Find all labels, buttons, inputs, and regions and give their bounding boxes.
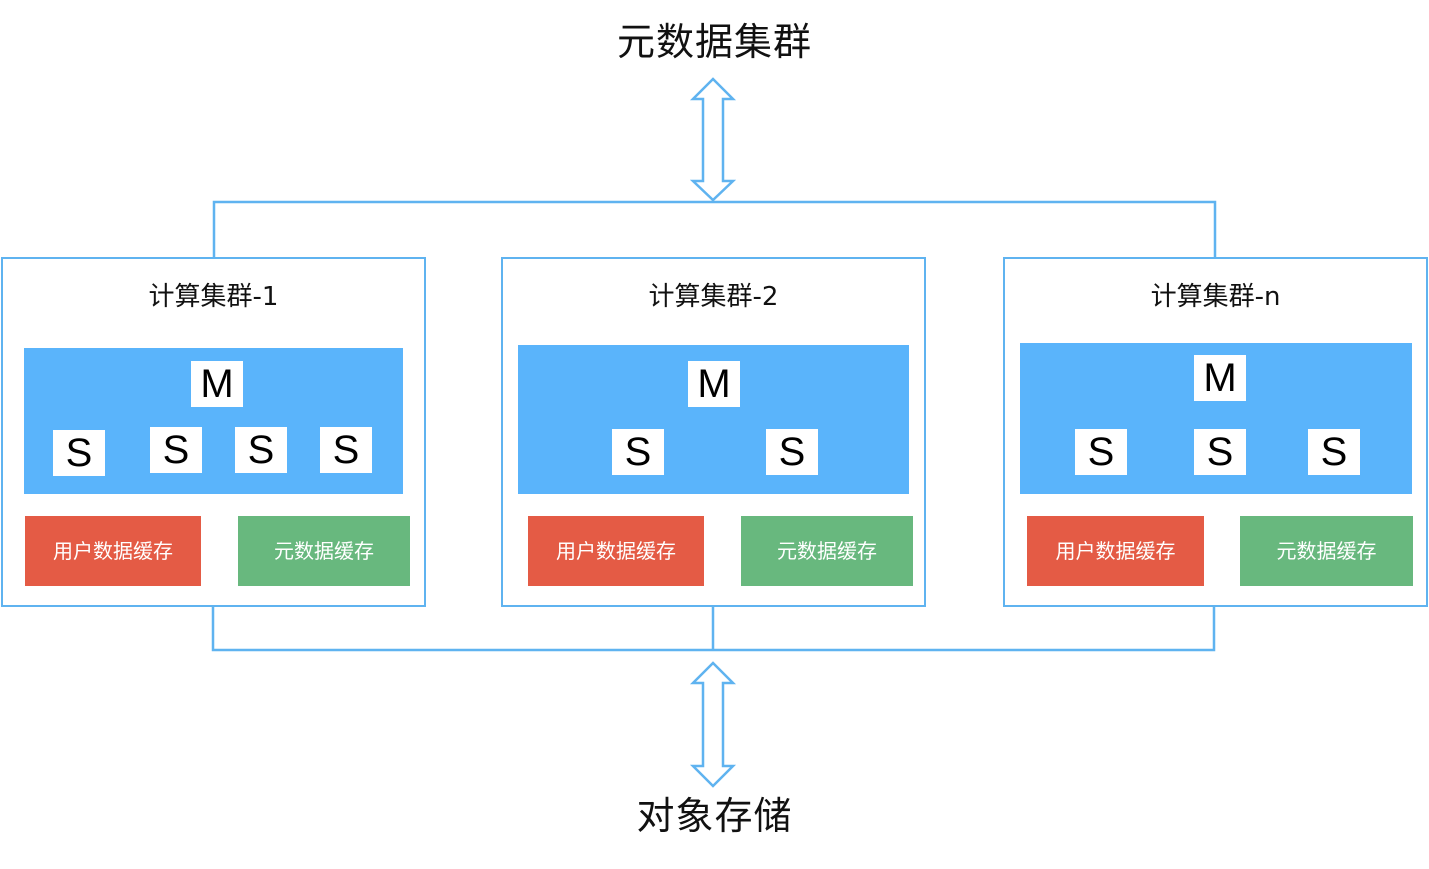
- bottom-double-arrow-icon: [689, 661, 737, 788]
- user-data-cache: 用户数据缓存: [25, 516, 201, 586]
- slave-node: S: [1075, 429, 1127, 475]
- user-data-cache: 用户数据缓存: [1027, 516, 1204, 586]
- node-panel: M S S S: [1020, 343, 1412, 494]
- user-data-cache: 用户数据缓存: [528, 516, 704, 586]
- master-node: M: [688, 361, 740, 407]
- metadata-cache: 元数据缓存: [238, 516, 410, 586]
- slave-node: S: [1194, 429, 1246, 475]
- compute-cluster-2: 计算集群-2 M S S 用户数据缓存 元数据缓存: [501, 257, 926, 607]
- node-panel: M S S: [518, 345, 909, 494]
- slave-node: S: [766, 429, 818, 475]
- slave-node: S: [150, 427, 202, 473]
- node-panel: M S S S S: [24, 348, 403, 494]
- master-node: M: [191, 361, 243, 407]
- compute-cluster-n: 计算集群-n M S S S 用户数据缓存 元数据缓存: [1003, 257, 1428, 607]
- object-storage-title: 对象存储: [636, 794, 793, 838]
- slave-node: S: [235, 427, 287, 473]
- metadata-cluster-title: 元数据集群: [616, 20, 812, 64]
- compute-cluster-1: 计算集群-1 M S S S S 用户数据缓存 元数据缓存: [1, 257, 426, 607]
- cluster-title: 计算集群-2: [648, 282, 779, 312]
- slave-node: S: [53, 430, 105, 476]
- slave-node: S: [1308, 429, 1360, 475]
- slave-node: S: [612, 429, 664, 475]
- metadata-cache: 元数据缓存: [1240, 516, 1413, 586]
- top-bus-line: [212, 200, 1217, 258]
- cluster-title: 计算集群-1: [148, 282, 279, 312]
- master-node: M: [1194, 355, 1246, 401]
- metadata-cache: 元数据缓存: [741, 516, 913, 586]
- slave-node: S: [320, 427, 372, 473]
- cluster-title: 计算集群-n: [1150, 282, 1281, 312]
- top-double-arrow-icon: [689, 77, 737, 202]
